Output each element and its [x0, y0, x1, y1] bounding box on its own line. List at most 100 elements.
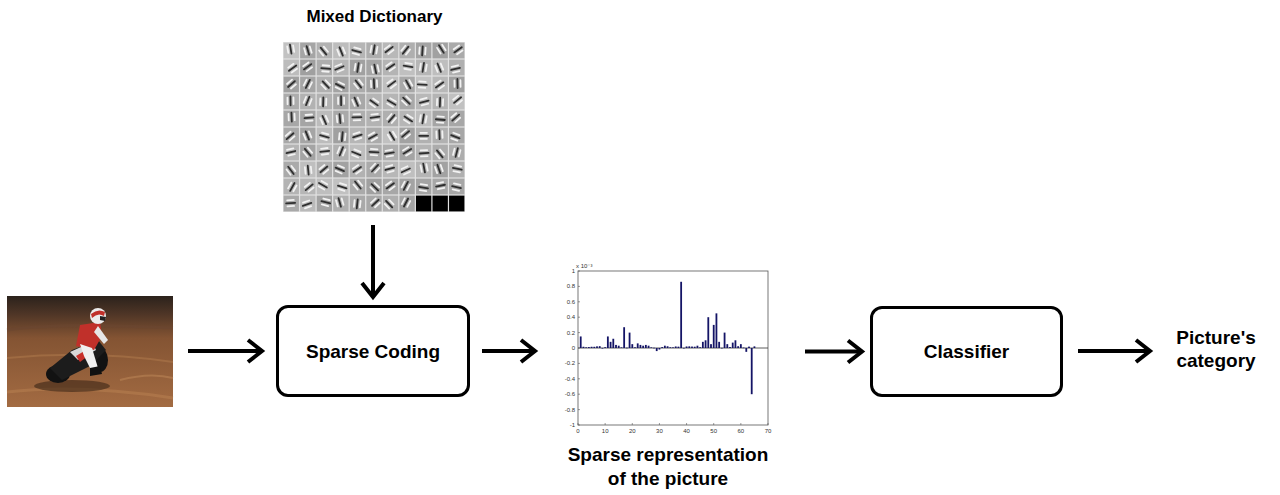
- atom-stripe: [439, 98, 441, 107]
- coefficient-bar: [718, 342, 720, 348]
- atom-cell: [317, 162, 332, 178]
- coefficient-bar: [724, 333, 726, 348]
- atom-cell: [300, 162, 315, 178]
- coefficient-bar: [686, 346, 688, 348]
- atom-cell: [366, 111, 381, 127]
- atom-stripe: [418, 83, 427, 85]
- coefficient-bar: [751, 348, 753, 394]
- atom-stripe: [353, 165, 359, 169]
- atom-cell: [300, 128, 315, 144]
- coefficient-bar: [604, 347, 606, 349]
- tick-mark: [578, 378, 580, 379]
- rider-helmet: [90, 308, 106, 324]
- atom-stripe: [370, 151, 379, 153]
- atom-cell: [350, 145, 365, 161]
- atom-stripe: [401, 46, 405, 51]
- coefficient-bar: [675, 346, 677, 348]
- atom-cell: [333, 145, 348, 161]
- atom-cell: [399, 162, 414, 178]
- coefficient-bar: [599, 346, 601, 348]
- coefficient-bar: [615, 345, 617, 348]
- atom-stripe: [307, 46, 310, 55]
- atom-stripe: [288, 114, 290, 121]
- coefficient-bar: [618, 346, 620, 348]
- atom-stripe: [437, 121, 444, 123]
- atom-cell: [284, 60, 299, 76]
- figure-heading: Mixed Dictionary: [274, 6, 475, 28]
- atom-cell: [433, 128, 448, 144]
- atom-stripe: [385, 168, 394, 170]
- output-arrow: [1078, 340, 1150, 362]
- atom-stripe: [436, 99, 438, 106]
- atom-stripe: [304, 48, 306, 54]
- atom-stripe: [436, 118, 445, 121]
- atom-stripe: [353, 132, 359, 134]
- atom-stripe: [390, 98, 396, 101]
- atom-stripe: [288, 64, 293, 68]
- atom-stripe: [287, 205, 294, 207]
- atom-stripe: [304, 80, 307, 86]
- axis-tick-label: 0.4: [552, 313, 575, 321]
- atom-stripe: [323, 64, 330, 66]
- atom-stripe: [387, 156, 394, 157]
- zero-line: [578, 348, 768, 349]
- atom-cell: [416, 128, 431, 144]
- atom-stripe: [393, 132, 396, 138]
- atom-stripe: [322, 153, 329, 156]
- atom-stripe: [420, 115, 421, 122]
- atom-cell: [416, 94, 431, 110]
- atom-cell: [449, 43, 464, 59]
- atom-stripe: [370, 46, 371, 53]
- arrow-shaft: [1078, 349, 1149, 353]
- coefficient-bar: [678, 347, 680, 348]
- atom-stripe: [369, 132, 375, 135]
- coefficient-bar: [661, 347, 663, 349]
- arrow-shaft: [482, 349, 535, 353]
- atom-stripe: [354, 83, 358, 88]
- atom-cell: [416, 60, 431, 76]
- atom-cell: [300, 179, 315, 195]
- atom-stripe: [453, 168, 462, 170]
- atom-cell: [433, 77, 448, 93]
- atom-stripe: [420, 132, 427, 134]
- atom-cell: [449, 77, 464, 93]
- atom-stripe: [352, 50, 361, 52]
- atom-stripe: [435, 131, 437, 138]
- empty-atom: [449, 196, 464, 212]
- tick-mark: [578, 425, 580, 426]
- atom-cell: [433, 145, 448, 161]
- atom-stripe: [407, 184, 410, 190]
- atom-stripe: [401, 130, 406, 134]
- atom-stripe: [353, 135, 362, 138]
- atom-stripe: [453, 71, 459, 73]
- axis-tick-label: 0.8: [552, 282, 575, 290]
- atom-stripe: [404, 69, 411, 70]
- dictionary-atoms: [283, 42, 465, 212]
- coefficient-bar: [732, 343, 734, 348]
- atom-stripe: [319, 99, 321, 106]
- atom-cell: [350, 60, 365, 76]
- atom-cell: [350, 179, 365, 195]
- coefficient-bar: [721, 347, 723, 349]
- tick-mark: [578, 317, 580, 318]
- atom-stripe: [435, 167, 437, 173]
- coefficient-bar: [580, 336, 582, 348]
- coefficient-bar: [602, 347, 604, 349]
- tick-mark: [768, 423, 769, 425]
- atom-stripe: [386, 165, 392, 167]
- coefficient-bar: [735, 340, 737, 348]
- photo-ground: [7, 296, 173, 407]
- empty-atom: [416, 196, 431, 212]
- atom-stripe: [421, 46, 423, 55]
- atom-stripe: [372, 138, 378, 141]
- atom-stripe: [419, 87, 426, 89]
- atom-cell: [284, 43, 299, 59]
- atom-stripe: [288, 154, 294, 156]
- atom-cell: [399, 196, 414, 212]
- atom-stripe: [435, 81, 440, 85]
- flow-arrow: [482, 340, 535, 362]
- atom-stripe: [326, 116, 329, 122]
- atom-stripe: [336, 200, 338, 206]
- coefficient-bar: [626, 347, 628, 349]
- coefficient-bar: [697, 346, 699, 348]
